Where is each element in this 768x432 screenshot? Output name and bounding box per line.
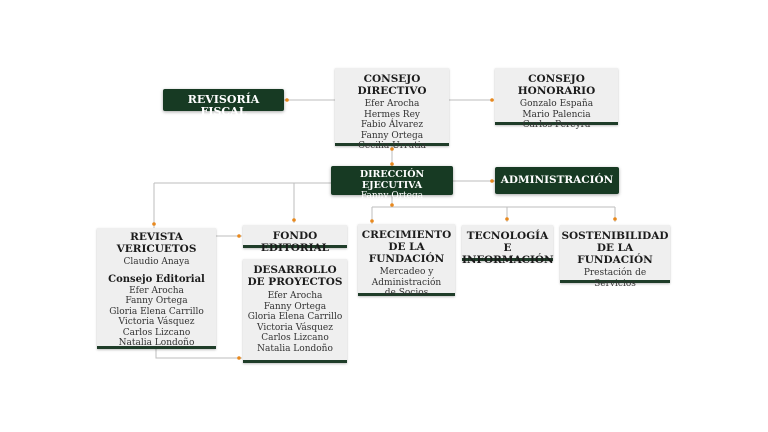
consejo-editorial-subtitle: Consejo Editorial bbox=[108, 273, 205, 285]
member-name: Victoria Vásquez bbox=[257, 322, 333, 333]
sostenibilidad-fundacion-box: SOSTENIBILIDAD DE LA FUNDACIÓN Prestació… bbox=[560, 225, 670, 289]
member-name: Natalia Londoño bbox=[118, 338, 195, 348]
fondo-editorial-box: FONDO EDITORIAL bbox=[243, 225, 347, 254]
member-name: Mario Palencia bbox=[522, 109, 591, 120]
sostenibilidad-line: Prestación de bbox=[583, 268, 647, 278]
desarrollo-proyectos-title: DESARROLLO DE PROYECTOS bbox=[247, 264, 343, 288]
revista-vericuetos-box: REVISTA VERICUETOS Claudio Anaya Consejo… bbox=[97, 228, 216, 349]
member-name: Gloria Elena Carrillo bbox=[247, 312, 343, 322]
revisoria-fiscal-box: REVISORÍA FISCAL bbox=[163, 89, 284, 118]
member-name: Gloria Elena Carrillo bbox=[109, 306, 204, 317]
consejo-honorario-title: CONSEJO HONORARIO bbox=[517, 73, 596, 97]
member-name: Efer Arocha bbox=[129, 285, 184, 296]
revisoria-fiscal-title: REVISORÍA FISCAL bbox=[187, 93, 260, 118]
member-name: Carlos Pereyra bbox=[522, 120, 591, 130]
crecimiento-line: Administración bbox=[371, 277, 442, 288]
revista-vericuetos-title: REVISTA VERICUETOS bbox=[116, 231, 197, 255]
direccion-ejecutiva-name: Fanny Ortega bbox=[360, 191, 424, 201]
sostenibilidad-line: Servicios bbox=[594, 278, 636, 289]
crecimiento-fundacion-title: CRECIMIENTO DE LA FUNDACIÓN bbox=[361, 229, 452, 265]
member-name: Fanny Ortega bbox=[125, 296, 188, 306]
member-name: Fanny Ortega bbox=[360, 130, 424, 141]
crecimiento-fundacion-box: CRECIMIENTO DE LA FUNDACIÓN Mercadeo y A… bbox=[358, 224, 455, 298]
member-name: Cecilia Urrutia bbox=[358, 141, 426, 151]
sostenibilidad-fundacion-title: SOSTENIBILIDAD DE LA FUNDACIÓN bbox=[561, 230, 669, 266]
direccion-ejecutiva-box: DIRECCIÓN EJECUTIVA Fanny Ortega bbox=[331, 166, 453, 201]
consejo-directivo-title: CONSEJO DIRECTIVO bbox=[357, 73, 427, 97]
member-name: Natalia Londoño bbox=[257, 343, 333, 354]
crecimiento-line: de Socios bbox=[384, 288, 429, 298]
fondo-editorial-title: FONDO EDITORIAL bbox=[260, 230, 330, 254]
member-name: Hermes Rey bbox=[363, 109, 420, 120]
administracion-title: ADMINISTRACIÓN bbox=[500, 174, 614, 186]
revista-editor-name: Claudio Anaya bbox=[123, 257, 190, 267]
member-name: Fabio Álvarez bbox=[360, 120, 424, 130]
member-name: Gonzalo España bbox=[519, 99, 594, 109]
consejo-directivo-box: CONSEJO DIRECTIVO Efer Arocha Hermes Rey… bbox=[335, 68, 449, 151]
member-name: Efer Arocha bbox=[267, 291, 323, 301]
desarrollo-proyectos-box: DESARROLLO DE PROYECTOS Efer Arocha Fann… bbox=[243, 259, 347, 363]
tecnologia-informacion-box: TECNOLOGÍA E INFORMACIÓN bbox=[462, 225, 554, 266]
member-name: Carlos Lizcano bbox=[122, 327, 191, 338]
crecimiento-line: Mercadeo y bbox=[379, 267, 434, 277]
consejo-honorario-box: CONSEJO HONORARIO Gonzalo España Mario P… bbox=[495, 68, 618, 130]
administracion-box: ADMINISTRACIÓN bbox=[495, 167, 619, 194]
member-name: Carlos Lizcano bbox=[261, 333, 329, 343]
member-name: Victoria Vásquez bbox=[118, 317, 195, 327]
member-name: Fanny Ortega bbox=[263, 301, 327, 312]
tecnologia-informacion-title: TECNOLOGÍA E INFORMACIÓN bbox=[462, 230, 554, 266]
member-name: Efer Arocha bbox=[364, 99, 420, 109]
direccion-ejecutiva-title: DIRECCIÓN EJECUTIVA bbox=[359, 169, 425, 191]
